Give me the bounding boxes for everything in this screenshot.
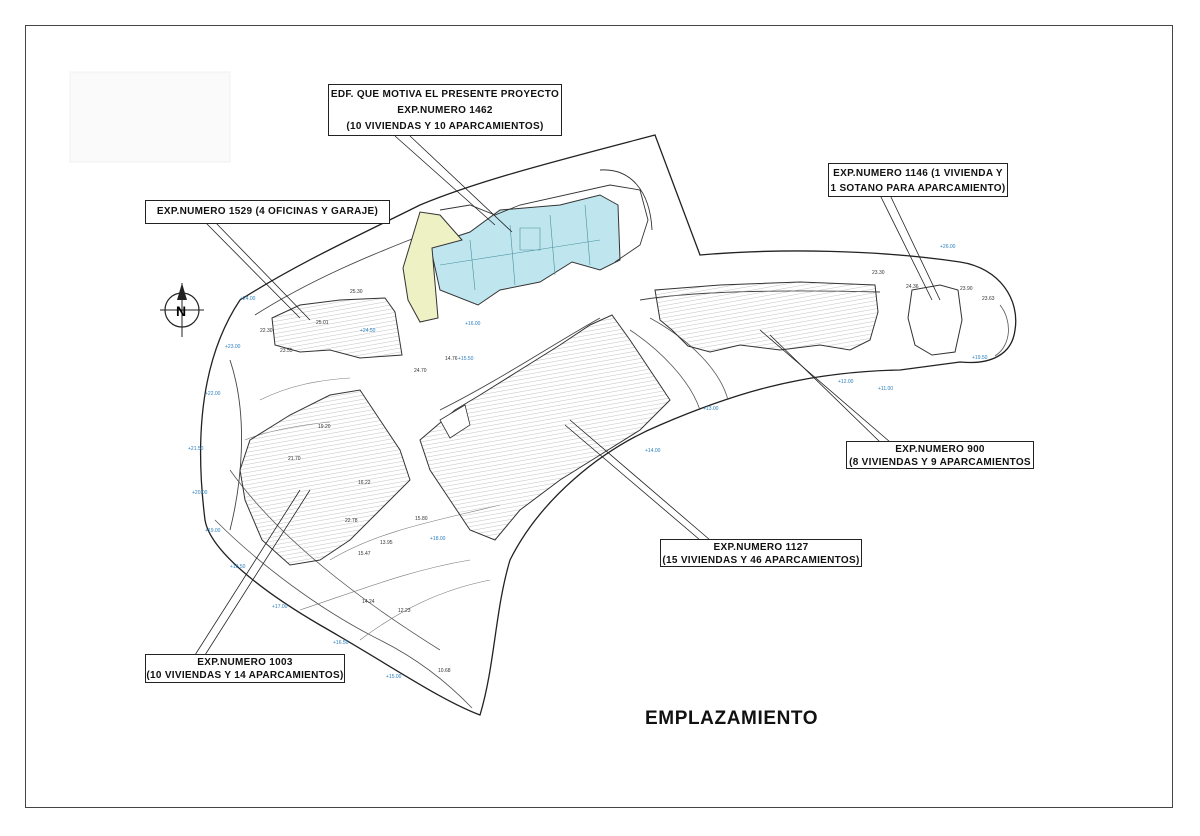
svg-text:16.22: 16.22 <box>358 480 371 486</box>
contour-lines <box>244 377 501 641</box>
svg-text:24.70: 24.70 <box>414 368 427 374</box>
svg-text:19.20: 19.20 <box>318 424 331 430</box>
svg-text:+19.00: +19.00 <box>205 528 221 534</box>
svg-text:+20.00: +20.00 <box>192 490 208 496</box>
callout-line: 1 SOTANO PARA APARCAMIENTO) <box>830 183 1006 194</box>
callout-line: (8 VIVIENDAS Y 9 APARCAMIENTOS <box>849 457 1031 468</box>
north-label: N <box>176 303 186 319</box>
svg-text:14.24: 14.24 <box>362 599 375 605</box>
svg-text:+26.00: +26.00 <box>940 244 956 250</box>
callout-line: EXP.NUMERO 1146 (1 VIVIENDA Y <box>833 168 1003 179</box>
logo-placeholder <box>69 71 231 163</box>
road-curve <box>629 304 1009 411</box>
svg-text:25.01: 25.01 <box>316 320 329 326</box>
callout-line: EXP.NUMERO 1462 <box>397 105 493 116</box>
svg-text:21.70: 21.70 <box>288 456 301 462</box>
callout-line: (10 VIVIENDAS Y 10 APARCAMIENTOS) <box>346 121 544 132</box>
drawing-frame <box>25 25 1173 808</box>
callout-project-1462: EDF. QUE MOTIVA EL PRESENTE PROYECTO EXP… <box>328 84 562 136</box>
svg-text:15.47: 15.47 <box>358 551 371 557</box>
svg-text:24.36: 24.36 <box>906 284 919 290</box>
svg-text:23.55: 23.55 <box>280 348 293 354</box>
project-building-detail <box>439 204 601 291</box>
svg-text:+11.00: +11.00 <box>878 386 893 392</box>
svg-text:+19.50: +19.50 <box>972 355 988 361</box>
callout-line: (15 VIVIENDAS Y 46 APARCAMIENTOS) <box>662 555 860 566</box>
svg-text:+15.00: +15.00 <box>386 674 402 680</box>
callout-line: EDF. QUE MOTIVA EL PRESENTE PROYECTO <box>330 89 560 100</box>
building-1146[interactable] <box>907 284 963 356</box>
svg-text:+21.50: +21.50 <box>188 446 204 452</box>
svg-text:15.80: 15.80 <box>415 516 428 522</box>
site-boundary <box>199 134 1017 716</box>
svg-text:+18.00: +18.00 <box>430 536 446 542</box>
leader-lines <box>194 135 941 656</box>
drawing-title: EMPLAZAMIENTO <box>645 708 819 729</box>
svg-text:+16.00: +16.00 <box>465 321 481 327</box>
spot-heights: +24.00 +24.50 +23.00 +22.00 +21.50 +20.0… <box>188 244 988 680</box>
callout-line: (10 VIVIENDAS Y 14 APARCAMIENTOS) <box>146 670 344 681</box>
callout-exp-1003: EXP.NUMERO 1003 (10 VIVIENDAS Y 14 APARC… <box>145 654 345 683</box>
svg-text:+14.00: +14.00 <box>645 448 661 454</box>
svg-text:13.95: 13.95 <box>380 540 393 546</box>
svg-text:23.90: 23.90 <box>960 286 973 292</box>
svg-text:+12.00: +12.00 <box>838 379 854 385</box>
callout-line: EXP.NUMERO 1127 <box>713 542 809 553</box>
svg-text:+17.00: +17.00 <box>272 604 288 610</box>
north-arrow: N <box>160 283 204 337</box>
callout-exp-900: EXP.NUMERO 900 (8 VIVIENDAS Y 9 APARCAMI… <box>846 441 1034 469</box>
svg-text:12.23: 12.23 <box>398 608 411 614</box>
svg-text:25.30: 25.30 <box>350 289 363 295</box>
svg-text:+13.00: +13.00 <box>703 406 719 412</box>
building-900[interactable] <box>654 281 879 353</box>
garage-building <box>402 211 463 323</box>
svg-text:10.68: 10.68 <box>438 668 451 674</box>
svg-text:+18.50: +18.50 <box>230 564 246 570</box>
callout-line: EXP.NUMERO 900 <box>895 444 985 455</box>
callout-line: EXP.NUMERO 1529 (4 OFICINAS Y GARAJE) <box>156 206 379 217</box>
svg-text:+16.50: +16.50 <box>333 640 349 646</box>
building-1003[interactable] <box>239 389 411 566</box>
callout-exp-1127: EXP.NUMERO 1127 (15 VIVIENDAS Y 46 APARC… <box>660 539 862 567</box>
svg-text:23.63: 23.63 <box>982 296 995 302</box>
site-points: 25.01 24.70 22.30 25.30 23.55 21.70 14.7… <box>260 270 995 674</box>
svg-text:23.30: 23.30 <box>872 270 885 276</box>
callout-exp-1529: EXP.NUMERO 1529 (4 OFICINAS Y GARAJE) <box>145 200 390 224</box>
svg-text:+24.00: +24.00 <box>240 296 256 302</box>
inner-road-edge <box>229 231 881 531</box>
svg-text:22.78: 22.78 <box>345 518 358 524</box>
svg-text:+23.00: +23.00 <box>225 344 241 350</box>
project-adjacent-outline <box>439 169 653 263</box>
svg-text:+15.50: +15.50 <box>458 356 474 362</box>
building-1127[interactable] <box>419 314 671 541</box>
building-1127-courtyard <box>439 404 471 439</box>
svg-text:+24.50: +24.50 <box>360 328 376 334</box>
callout-exp-1146: EXP.NUMERO 1146 (1 VIVIENDA Y 1 SOTANO P… <box>828 163 1008 197</box>
svg-text:+22.00: +22.00 <box>205 391 221 397</box>
svg-text:14.76: 14.76 <box>445 356 458 362</box>
building-1529[interactable] <box>271 297 403 359</box>
callout-line: EXP.NUMERO 1003 <box>197 657 293 668</box>
svg-text:22.30: 22.30 <box>260 328 273 334</box>
